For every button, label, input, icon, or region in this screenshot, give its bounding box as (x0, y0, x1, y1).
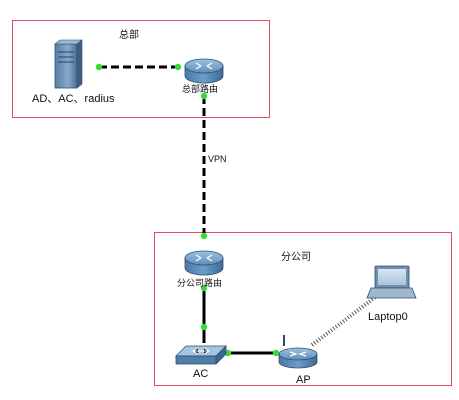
branch-zone (154, 232, 452, 386)
zone-label-hq: 总部 (119, 30, 139, 41)
node-label-ap: AP (296, 374, 311, 386)
node-label-hq-router: 总部路由 (182, 84, 219, 94)
node-label-ac: AC (193, 368, 209, 380)
access-point-icon[interactable] (278, 335, 318, 369)
hq-zone (12, 20, 270, 118)
node-label-laptop: Laptop0 (368, 311, 408, 323)
router-icon[interactable] (184, 58, 224, 84)
node-label-server: AD、AC、radius (32, 93, 115, 105)
router-icon[interactable] (184, 250, 224, 276)
server-icon[interactable] (54, 39, 83, 89)
node-label-branch-router: 分公司路由 (177, 278, 223, 288)
zone-label-branch: 分公司 (281, 252, 311, 263)
link-port-dots (95, 63, 280, 357)
switch-icon[interactable] (175, 345, 227, 365)
laptop-icon[interactable] (366, 265, 417, 299)
link-label-vpn: VPN (208, 154, 227, 164)
